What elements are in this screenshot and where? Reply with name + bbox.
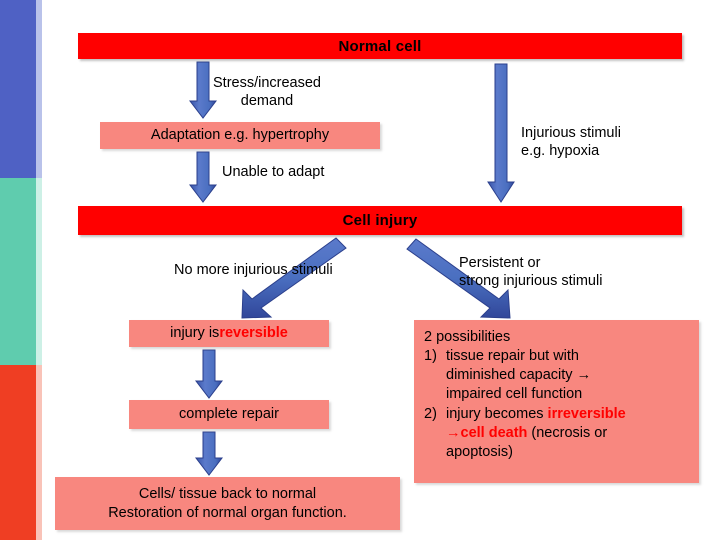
possibilities-item1-line2: diminished capacity →	[424, 366, 693, 385]
label-persistent-strong-stimuli: Persistent or strong injurious stimuli	[459, 254, 602, 290]
possibilities-item2-suffix: (necrosis or	[527, 424, 608, 441]
arrow-to-complete-repair-down	[194, 349, 224, 399]
label-unable-to-adapt: Unable to adapt	[222, 163, 324, 181]
box-adaptation: Adaptation e.g. hypertrophy	[100, 122, 380, 149]
header-bar-cell-injury-label: Cell injury	[342, 212, 418, 229]
header-bar-cell-injury: Cell injury	[78, 206, 682, 235]
possibilities-item1-text3: impaired cell function	[446, 386, 583, 403]
possibilities-item2-line1: 2) injury becomes irreversible	[424, 405, 693, 424]
possibilities-heading: 2 possibilities	[424, 329, 511, 345]
label-persistent-line1: Persistent or	[459, 255, 541, 271]
sidebar-band-red-glow	[36, 365, 42, 540]
box-back-to-normal: Cells/ tissue back to normal Restoration…	[55, 477, 400, 530]
possibilities-item1-text1: tissue repair but with	[446, 348, 579, 365]
label-injurious-line1: Injurious stimuli	[521, 125, 621, 141]
possibilities-item2-keyword-irreversible: irreversible	[547, 405, 626, 422]
label-injurious-stimuli: Injurious stimuli e.g. hypoxia	[521, 124, 621, 160]
box-two-possibilities: 2 possibilities 1) tissue repair but with…	[414, 320, 699, 483]
header-bar-normal-cell-label: Normal cell	[338, 37, 422, 55]
arrow-unable-to-adapt-down	[188, 151, 218, 203]
possibilities-item2-text3: apoptosis)	[446, 443, 513, 460]
possibilities-item2-prefix: injury becomes	[446, 405, 548, 422]
sidebar-band-red	[0, 365, 36, 540]
label-injurious-line2: e.g. hypoxia	[521, 143, 600, 160]
label-no-more-injurious-stimuli: No more injurious stimuli	[174, 261, 333, 279]
possibilities-item2-line2: →cell death (necrosis or	[424, 424, 693, 443]
header-bar-normal-cell: Normal cell	[78, 33, 682, 59]
arrow-to-back-to-normal-down	[194, 431, 224, 476]
sidebar-band-blue-glow	[36, 0, 42, 178]
box-back-to-normal-line1: Cells/ tissue back to normal	[138, 486, 317, 503]
label-persistent-line2: strong injurious stimuli	[459, 273, 603, 290]
label-stress-line1: Stress/increased	[213, 75, 321, 91]
sidebar-band-blue	[0, 0, 36, 178]
box-back-to-normal-line2: Restoration of normal organ function.	[108, 504, 347, 521]
arrow-injurious-stimuli-down	[487, 63, 515, 203]
label-no-more-stimuli-text: No more injurious stimuli	[174, 262, 333, 278]
possibilities-item2-keyword-cell-death: →cell death	[446, 424, 528, 441]
possibilities-item2-line3: apoptosis)	[424, 443, 693, 462]
label-stress-increased-demand: Stress/increased demand	[213, 74, 321, 110]
sidebar-band-teal	[0, 178, 36, 365]
possibilities-item2-number: 2)	[424, 405, 437, 422]
box-complete-repair: complete repair	[129, 400, 329, 429]
label-stress-line2: demand	[240, 93, 294, 110]
box-injury-reversible-prefix: injury is	[170, 325, 220, 342]
box-complete-repair-label: complete repair	[179, 406, 279, 423]
possibilities-item1-text2: diminished capacity →	[446, 367, 592, 384]
sidebar-band-teal-glow	[36, 178, 42, 365]
box-injury-is-reversible: injury is reversible	[129, 320, 329, 347]
possibilities-item1-line3: impaired cell function	[424, 385, 693, 404]
box-adaptation-label: Adaptation e.g. hypertrophy	[150, 127, 330, 144]
label-unable-to-adapt-text: Unable to adapt	[222, 164, 325, 180]
box-injury-reversible-keyword: reversible	[219, 325, 288, 342]
possibilities-item1-number: 1)	[424, 348, 437, 365]
possibilities-item1-line1: 1) tissue repair but with	[424, 347, 693, 366]
